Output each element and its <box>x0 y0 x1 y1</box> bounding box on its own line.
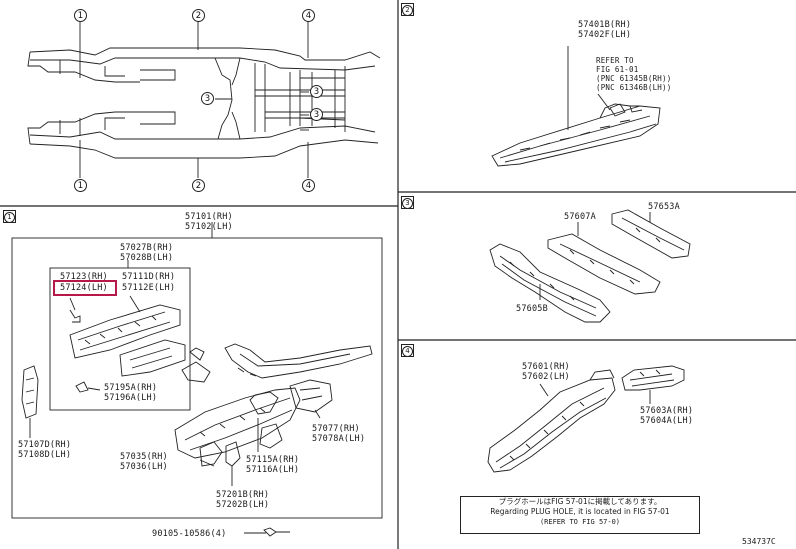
part-57601-rh[interactable]: 57601(RH) <box>522 362 570 372</box>
part-57195a-rh[interactable]: 57195A(RH) <box>104 383 158 393</box>
plug-hole-note: プラグホールはFIG 57-01に掲載してあります。 Regarding PLU… <box>460 496 700 534</box>
refer-line-1: REFER TO <box>596 56 634 65</box>
part-57112e-lh[interactable]: 57112E(LH) <box>122 283 176 293</box>
refer-line-2[interactable]: FIG 61-01 <box>596 65 639 74</box>
part-57401b-rh[interactable]: 57401B(RH) <box>578 20 632 30</box>
part-57027b-rh[interactable]: 57027B(RH) <box>120 243 174 253</box>
callout-4-bottom[interactable]: 4 <box>302 179 315 192</box>
part-57604a-lh[interactable]: 57604A(LH) <box>640 416 694 426</box>
front-side-member-artwork <box>21 222 373 537</box>
note-english: Regarding PLUG HOLE, it is located in FI… <box>490 507 670 516</box>
callout-4-top[interactable]: 4 <box>302 9 315 22</box>
part-57196a-lh[interactable]: 57196A(LH) <box>104 393 158 403</box>
part-57028b-lh[interactable]: 57028B(LH) <box>120 253 174 263</box>
part-57116a-lh[interactable]: 57116A(LH) <box>246 465 300 475</box>
part-57035-rh[interactable]: 57035(RH) <box>120 452 168 462</box>
side-member-artwork <box>487 365 685 473</box>
part-57402f-lh[interactable]: 57402F(LH) <box>578 30 632 40</box>
chassis-overview <box>27 21 381 178</box>
part-57201b-rh[interactable]: 57201B(RH) <box>216 490 270 500</box>
part-57111d-rh[interactable]: 57111D(RH) <box>122 272 176 282</box>
panel-4-index: 4 <box>401 344 414 357</box>
part-57077-rh[interactable]: 57077(RH) <box>312 424 360 434</box>
callout-2-bottom[interactable]: 2 <box>192 179 205 192</box>
callout-2-top[interactable]: 2 <box>192 9 205 22</box>
part-57124-lh[interactable]: 57124(LH) <box>60 283 108 293</box>
part-57603a-rh[interactable]: 57603A(RH) <box>640 406 694 416</box>
callout-3-left[interactable]: 3 <box>201 92 214 105</box>
selected-part-highlight <box>53 280 117 296</box>
callout-1-top[interactable]: 1 <box>74 9 87 22</box>
part-57101-rh[interactable]: 57101(RH) <box>185 212 233 222</box>
part-57602-lh[interactable]: 57602(LH) <box>522 372 570 382</box>
figure-code: 534737C <box>742 537 776 546</box>
part-57102-lh[interactable]: 57102(LH) <box>185 222 233 232</box>
part-57653a[interactable]: 57653A <box>648 202 680 212</box>
panel-3-index: 3 <box>401 196 414 209</box>
panel-1-index: 1 <box>3 210 16 223</box>
part-57605b[interactable]: 57605B <box>516 304 548 314</box>
note-reference[interactable]: (REFER TO FIG 57-0) <box>539 518 621 526</box>
part-57108d-lh[interactable]: 57108D(LH) <box>18 450 72 460</box>
part-57123-rh[interactable]: 57123(RH) <box>60 272 108 282</box>
panel-2-index: 2 <box>401 3 414 16</box>
refer-line-4: (PNC 61346B(LH)) <box>596 83 672 92</box>
part-57607a[interactable]: 57607A <box>564 212 596 222</box>
part-57107d-rh[interactable]: 57107D(RH) <box>18 440 72 450</box>
part-57036-lh[interactable]: 57036(LH) <box>120 462 168 472</box>
part-57115a-rh[interactable]: 57115A(RH) <box>246 455 300 465</box>
part-bolt-90105[interactable]: 90105-10586(4) <box>152 529 227 539</box>
floor-member-artwork <box>489 209 691 323</box>
side-sill-artwork <box>491 46 661 167</box>
part-57202b-lh[interactable]: 57202B(LH) <box>216 500 270 510</box>
part-57078a-lh[interactable]: 57078A(LH) <box>312 434 366 444</box>
callout-3-right-b[interactable]: 3 <box>310 108 323 121</box>
callout-1-bottom[interactable]: 1 <box>74 179 87 192</box>
note-japanese: プラグホールはFIG 57-01に掲載してあります。 <box>498 497 662 506</box>
refer-line-3: (PNC 61345B(RH)) <box>596 74 672 83</box>
callout-3-right-a[interactable]: 3 <box>310 85 323 98</box>
